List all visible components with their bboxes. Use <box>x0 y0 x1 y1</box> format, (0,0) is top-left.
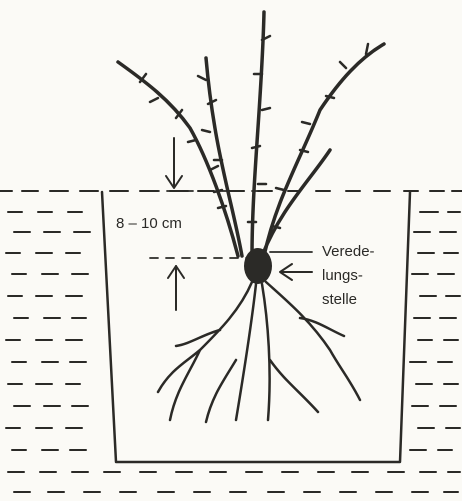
graft-label-line-2: lungs- <box>322 267 363 284</box>
measure-label: 8 – 10 cm <box>116 215 182 232</box>
down-arrow <box>166 138 182 188</box>
graft-union <box>244 248 272 284</box>
graft-label-line-1: Veredе- <box>322 243 375 260</box>
graft-label-line-3: stelle <box>322 291 357 308</box>
up-arrow <box>168 266 184 310</box>
graft-pointer-arrow <box>280 264 312 280</box>
